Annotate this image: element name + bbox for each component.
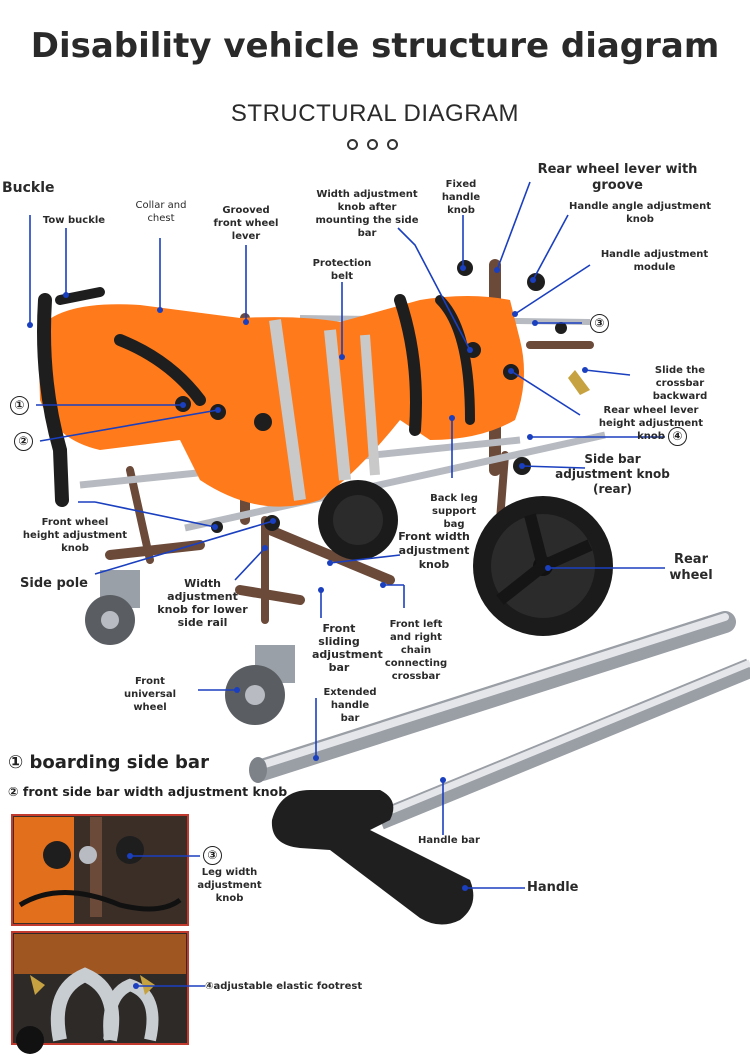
label-buckle: Buckle xyxy=(2,180,55,196)
front-caster-graphic xyxy=(85,570,295,725)
label-rear-lever-height: Rear wheel lever height adjustment knob xyxy=(598,405,704,442)
leader-dots xyxy=(27,265,588,891)
legend-item-2: ② front side bar width adjustment knob xyxy=(8,784,288,799)
orange-vest-graphic xyxy=(38,296,524,507)
label-side-pole: Side pole xyxy=(20,576,88,591)
label-slide-crossbar: Slide the crossbar backward xyxy=(652,365,708,402)
label-handle-adjust-module: Handle adjustment module xyxy=(600,249,709,273)
dot-icon xyxy=(347,139,358,150)
rear-wheel-graphic xyxy=(473,496,613,636)
label-collar-chest: Collar and chest xyxy=(135,200,187,224)
extended-handle-bar-graphic xyxy=(249,611,736,783)
handle-bar-graphic xyxy=(376,658,750,830)
label-back-leg-bag: Back leg support bag xyxy=(430,493,478,530)
legend-item-1: ① boarding side bar xyxy=(8,752,209,773)
label-handle: Handle xyxy=(527,880,579,895)
decorative-dots xyxy=(345,139,405,151)
leader-lines xyxy=(29,181,665,889)
label-width-knob-lower: Width adjustment knob for lower side rai… xyxy=(157,577,248,629)
dot-icon xyxy=(387,139,398,150)
marker-3-inset: ③ xyxy=(203,846,222,865)
dot-icon xyxy=(367,139,378,150)
marker-2: ② xyxy=(14,432,33,451)
label-front-width-knob: Front width adjustment knob xyxy=(398,530,470,571)
marker-1: ① xyxy=(10,396,29,415)
label-protection-belt: Protection belt xyxy=(312,258,372,282)
label-grooved-front-lever: Grooved front wheel lever xyxy=(213,205,279,242)
label-side-bar-knob-rear: Side bar adjustment knob (rear) xyxy=(555,452,670,496)
brass-valve-graphic xyxy=(568,370,590,395)
marker-4: ④ xyxy=(668,427,687,446)
label-handle-bar: Handle bar xyxy=(418,835,480,846)
handle-grip-graphic xyxy=(271,790,474,925)
middle-wheel-graphic xyxy=(318,480,398,560)
label-leg-width-knob: Leg width adjustment knob xyxy=(197,867,262,904)
label-handle-angle-knob: Handle angle adjustment knob xyxy=(568,201,712,225)
label-front-wheel-height: Front wheel height adjustment knob xyxy=(22,517,128,554)
page-title: Disability vehicle structure diagram xyxy=(30,26,720,66)
strap-graphic xyxy=(37,287,475,507)
label-front-sliding-bar: Front sliding adjustment bar xyxy=(312,622,383,674)
inset-leg-width-graphic xyxy=(11,814,200,926)
page-subtitle: STRUCTURAL DIAGRAM xyxy=(230,100,520,127)
label-fixed-handle-knob: Fixed handle knob xyxy=(441,179,481,216)
label-rear-wheel: Rear wheel xyxy=(669,552,713,583)
label-extended-handle-bar: Extended handle bar xyxy=(323,687,377,724)
inset-footrest-graphic xyxy=(11,931,205,1054)
label-rear-wheel-lever: Rear wheel lever with groove xyxy=(537,162,698,193)
marker-3: ③ xyxy=(590,314,609,333)
label-tow-buckle: Tow buckle xyxy=(42,215,106,226)
label-width-adjust-after-mount: Width adjustment knob after mounting the… xyxy=(315,189,419,239)
label-front-chain-crossbar: Front left and right chain connecting cr… xyxy=(384,619,448,682)
label-front-universal-wheel: Front universal wheel xyxy=(123,676,177,713)
label-elastic-footrest: ④adjustable elastic footrest xyxy=(205,981,363,992)
